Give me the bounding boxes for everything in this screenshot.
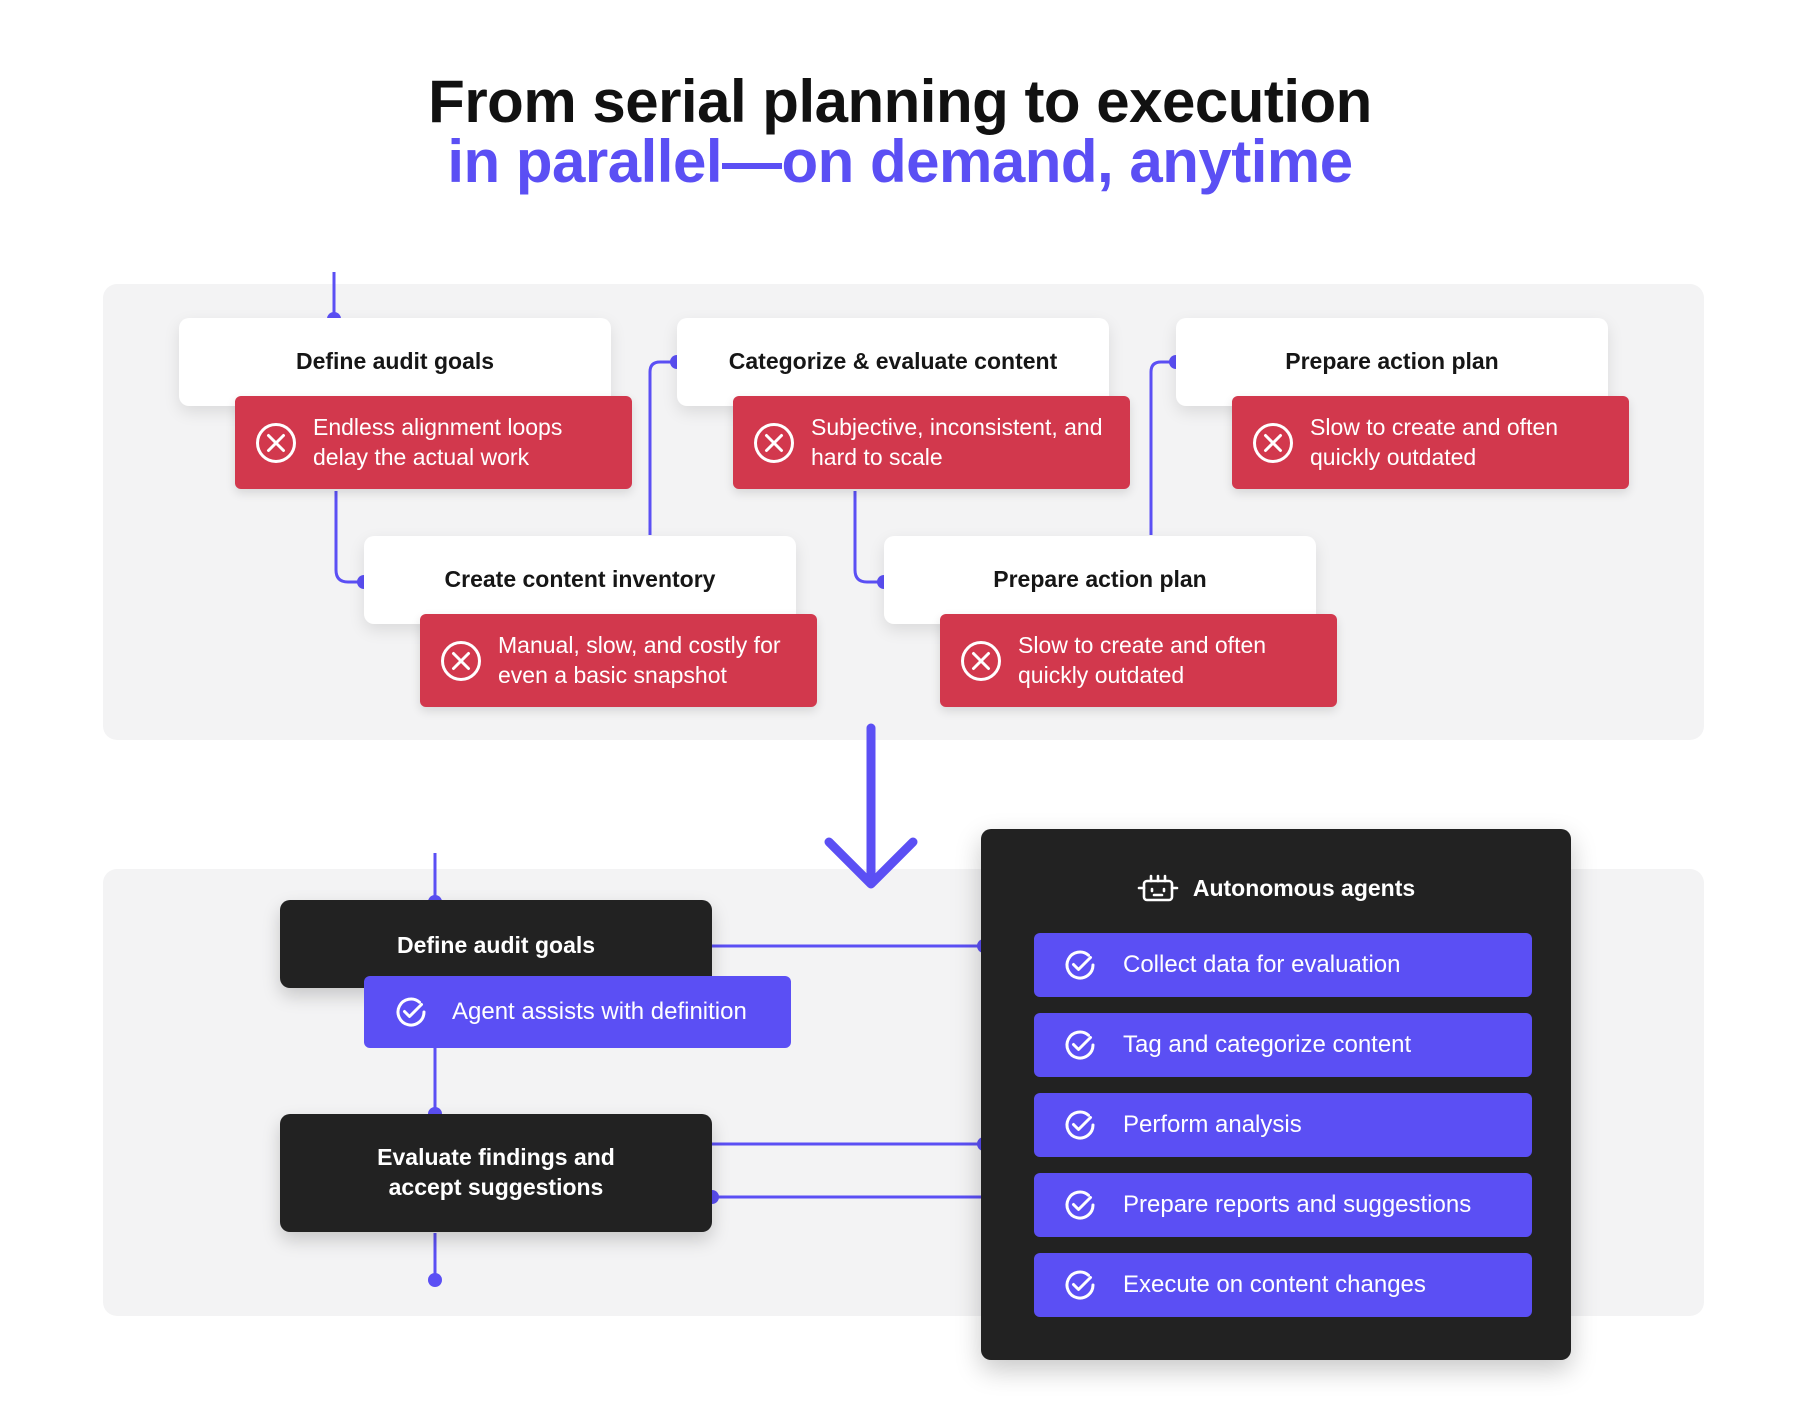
pain-point-categorize: Subjective, inconsistent, and hard to sc… xyxy=(733,396,1130,489)
pain-point-content-inventory: Manual, slow, and costly for even a basi… xyxy=(420,614,817,707)
step-label: Prepare action plan xyxy=(1285,348,1499,374)
task-text: Perform analysis xyxy=(1123,1111,1302,1138)
x-circle-icon xyxy=(754,423,794,463)
parallel-step-evaluate-findings: Evaluate findings and accept suggestions xyxy=(280,1114,712,1232)
agent-task: Tag and categorize content xyxy=(1034,1013,1532,1077)
task-text: Tag and categorize content xyxy=(1123,1031,1412,1058)
check-circle-icon xyxy=(1065,950,1095,980)
x-circle-icon xyxy=(256,423,296,463)
check-circle-icon xyxy=(1065,1270,1095,1300)
serial-step-define-goals: Define audit goals xyxy=(179,318,611,406)
arrow-down-icon xyxy=(824,723,918,889)
agent-task: Perform analysis xyxy=(1034,1093,1532,1157)
x-circle-icon xyxy=(441,641,481,681)
check-circle-icon xyxy=(1065,1190,1095,1220)
title-line-1: From serial planning to execution xyxy=(428,68,1372,135)
x-circle-icon xyxy=(1253,423,1293,463)
x-circle-icon xyxy=(961,641,1001,681)
check-circle-icon xyxy=(1065,1110,1095,1140)
title-line-2: in parallel—on demand, anytime xyxy=(447,128,1353,195)
task-text: Prepare reports and suggestions xyxy=(1123,1191,1472,1218)
agent-task: Prepare reports and suggestions xyxy=(1034,1173,1532,1237)
step-label: Define audit goals xyxy=(295,348,495,374)
step-label: Prepare action plan xyxy=(993,566,1207,592)
serial-step-categorize: Categorize & evaluate content xyxy=(677,318,1109,406)
agents-title: Autonomous agents xyxy=(1192,874,1416,901)
check-circle-icon xyxy=(1065,1030,1095,1060)
serial-step-action-plan-2: Prepare action plan xyxy=(1176,318,1608,406)
serial-step-content-inventory: Create content inventory xyxy=(364,536,796,624)
step-label: Evaluate findings and accept suggestions xyxy=(377,1144,615,1200)
pain-point-define-goals: Endless alignment loops delay the actual… xyxy=(235,396,632,489)
pain-text: Manual, slow, and costly for even a basi… xyxy=(498,632,781,688)
pain-text: Slow to create and often quickly outdate… xyxy=(1018,632,1267,688)
check-circle-icon xyxy=(396,997,426,1027)
pain-text: Endless alignment loops delay the actual… xyxy=(313,414,563,470)
agent-task: Collect data for evaluation xyxy=(1034,933,1532,997)
step-label: Categorize & evaluate content xyxy=(728,348,1058,374)
pain-point-action-plan-1: Slow to create and often quickly outdate… xyxy=(940,614,1337,707)
autonomous-agents-card: Autonomous agents Collect data for evalu… xyxy=(981,829,1571,1360)
parallel-step-define-goals: Define audit goals xyxy=(280,900,712,988)
step-label: Create content inventory xyxy=(444,566,716,592)
robot-icon xyxy=(1137,874,1179,902)
task-text: Execute on content changes xyxy=(1123,1271,1426,1298)
pain-text: Subjective, inconsistent, and hard to sc… xyxy=(811,414,1103,470)
task-text: Collect data for evaluation xyxy=(1123,951,1401,978)
assist-text: Agent assists with definition xyxy=(452,998,747,1025)
pain-text: Slow to create and often quickly outdate… xyxy=(1310,414,1559,470)
agents-header: Autonomous agents xyxy=(981,869,1571,903)
page-title: From serial planning to execution in par… xyxy=(0,72,1800,192)
serial-step-action-plan-1: Prepare action plan xyxy=(884,536,1316,624)
agent-assist-badge: Agent assists with definition xyxy=(364,976,791,1048)
pain-point-action-plan-2: Slow to create and often quickly outdate… xyxy=(1232,396,1629,489)
agent-task: Execute on content changes xyxy=(1034,1253,1532,1317)
step-label: Define audit goals xyxy=(396,932,596,958)
